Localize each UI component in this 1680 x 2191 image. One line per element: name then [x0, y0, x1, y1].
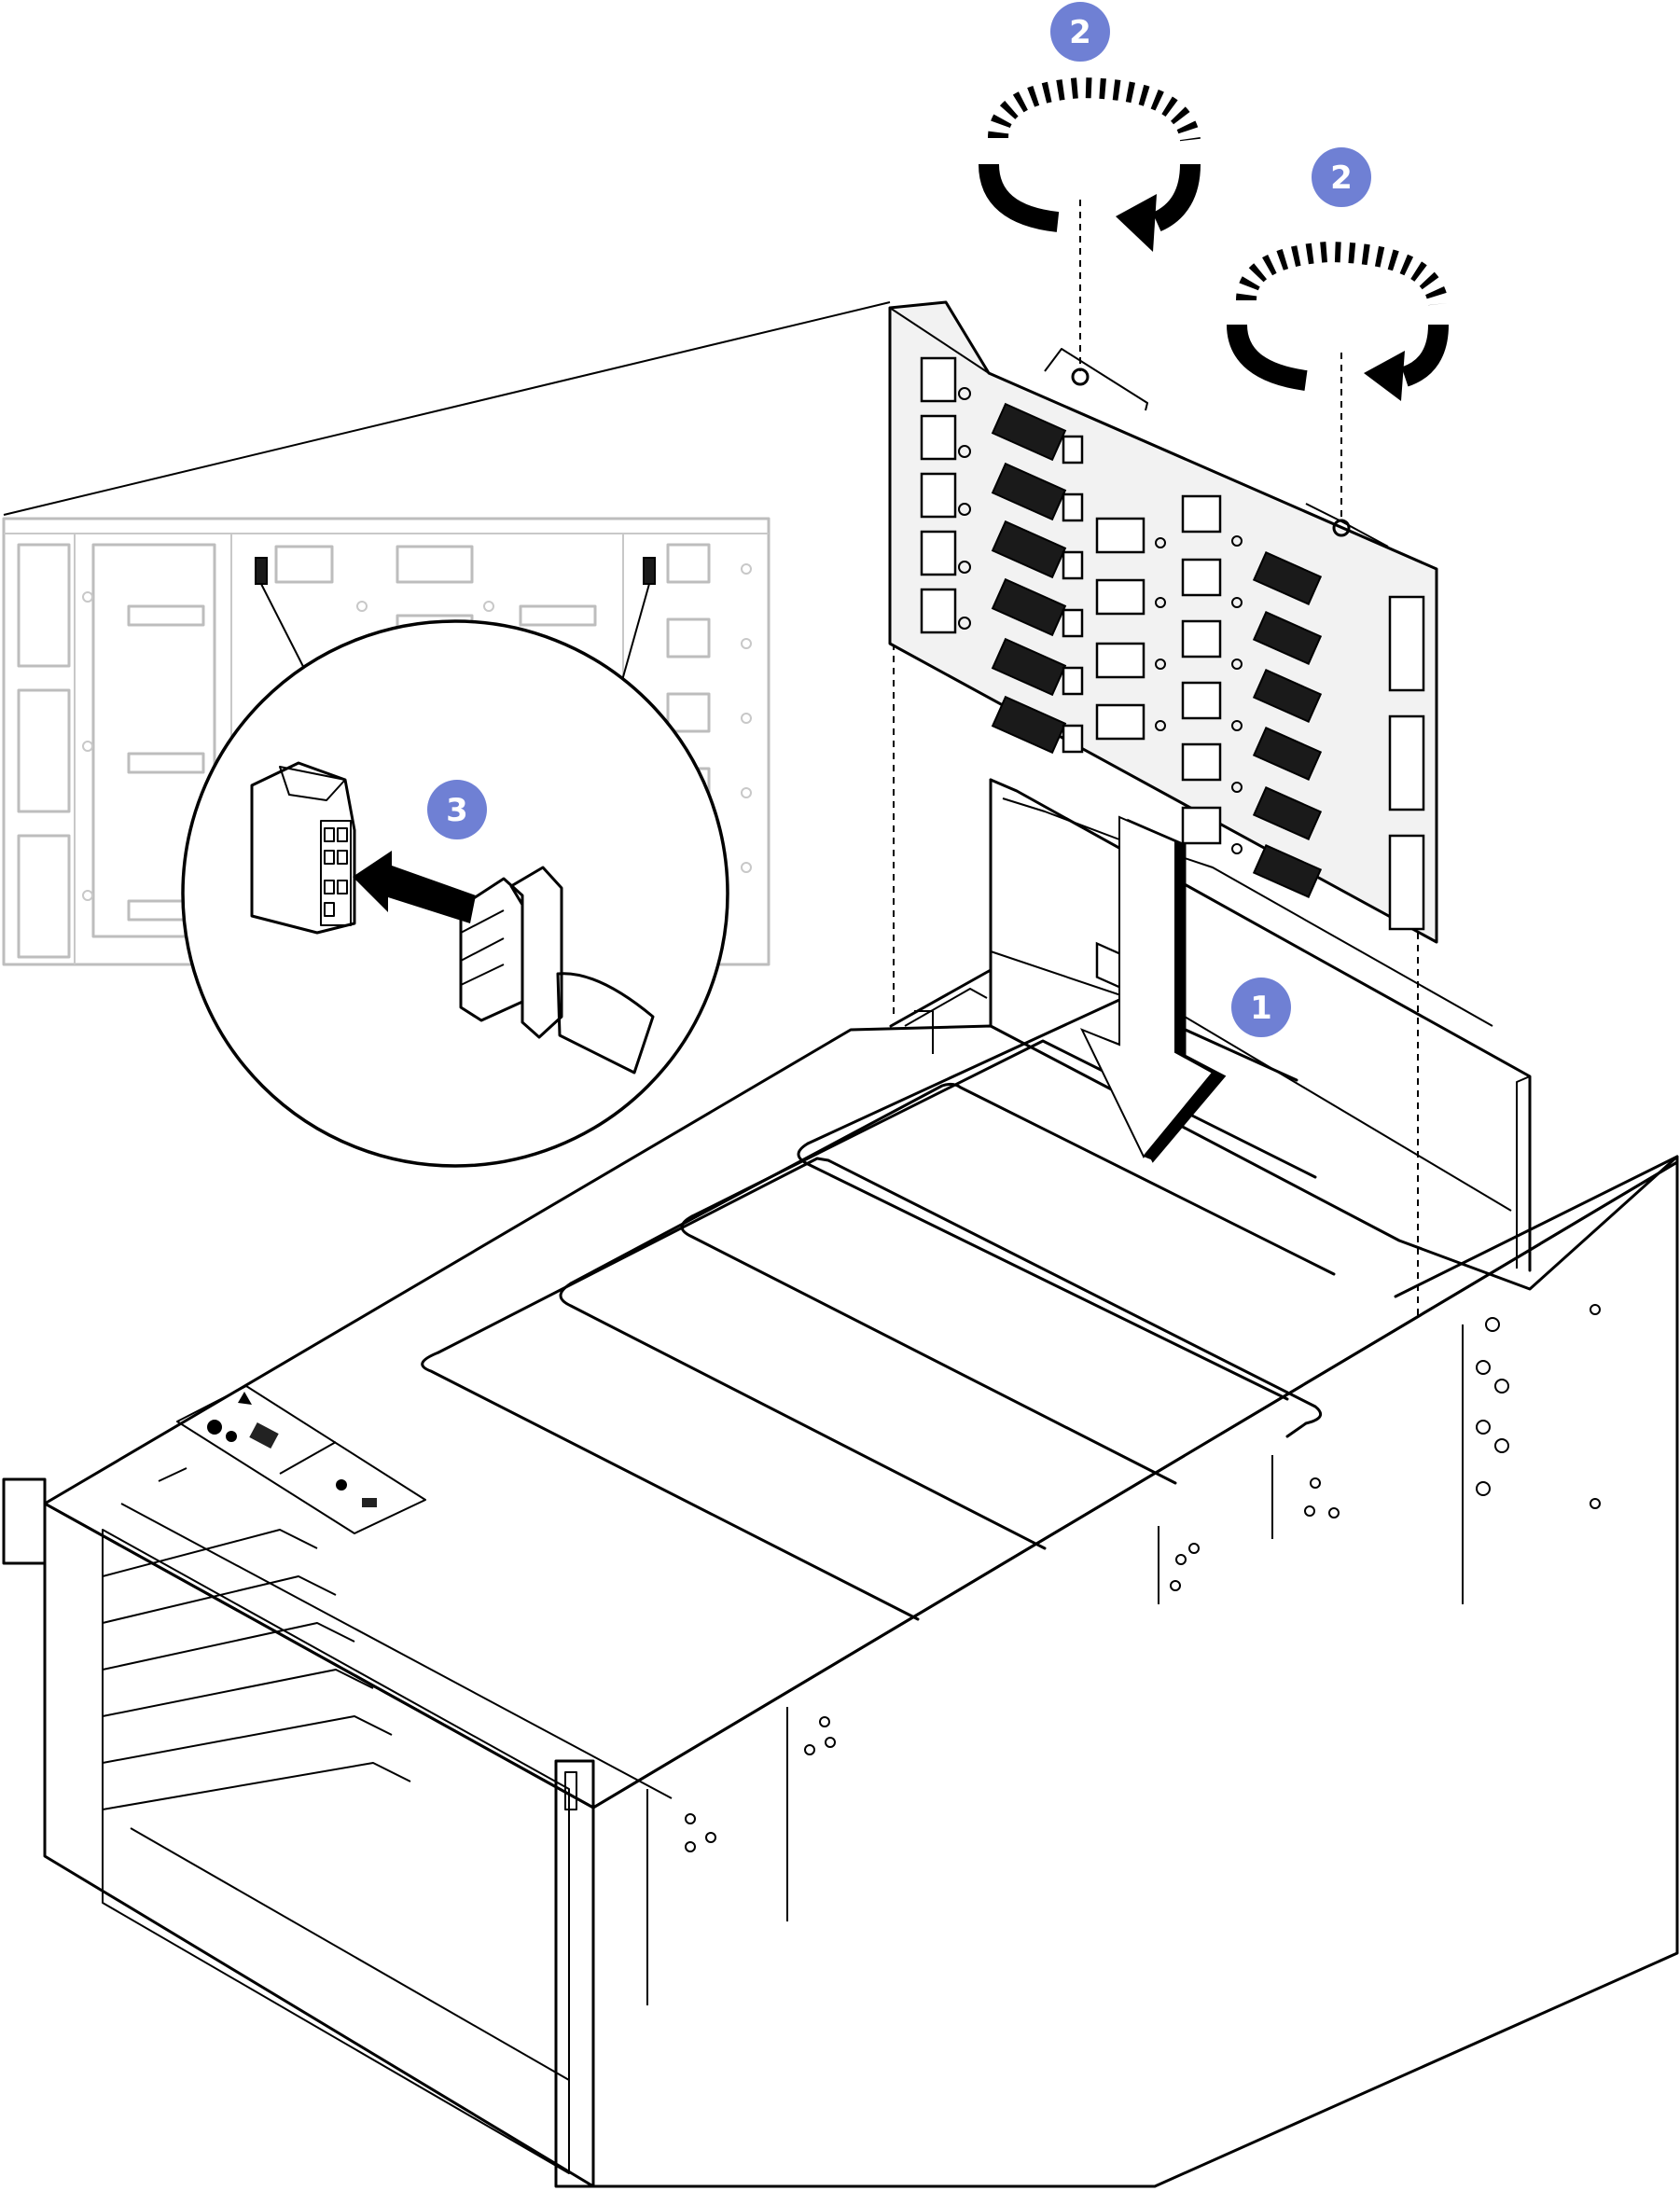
thumbscrew-right	[1332, 519, 1351, 537]
ghost-connector-left	[255, 557, 268, 585]
callout-step-2-left: 2	[1050, 2, 1110, 62]
svg-text:2: 2	[1330, 159, 1353, 197]
svg-text:2: 2	[1069, 14, 1091, 51]
detail-magnifier	[181, 619, 729, 1168]
drive-backplane	[888, 300, 1438, 1000]
svg-text:1: 1	[1250, 990, 1272, 1027]
chassis-screws	[685, 1304, 1601, 1852]
thumbscrew-left	[1071, 367, 1090, 386]
callout-step-1: 1	[1231, 978, 1291, 1037]
safety-label	[176, 1385, 426, 1534]
callout-step-2-right: 2	[1312, 147, 1371, 207]
rotate-clockwise-icon-right	[1227, 241, 1449, 401]
backplane-cutouts	[920, 356, 1425, 1000]
callout-step-3: 3	[427, 780, 487, 839]
right-rack-handle	[554, 1759, 595, 2188]
ghost-connector-right	[643, 557, 656, 585]
svg-text:3: 3	[446, 792, 468, 829]
cable-plug	[459, 866, 655, 1075]
left-rack-handle	[2, 1477, 47, 1565]
down-arrow-icon	[1079, 815, 1227, 1163]
server-chassis	[2, 998, 1679, 2188]
perspective-line	[3, 301, 891, 516]
rotate-clockwise-icon-left	[979, 76, 1201, 252]
backplane-connectors	[991, 402, 1323, 898]
